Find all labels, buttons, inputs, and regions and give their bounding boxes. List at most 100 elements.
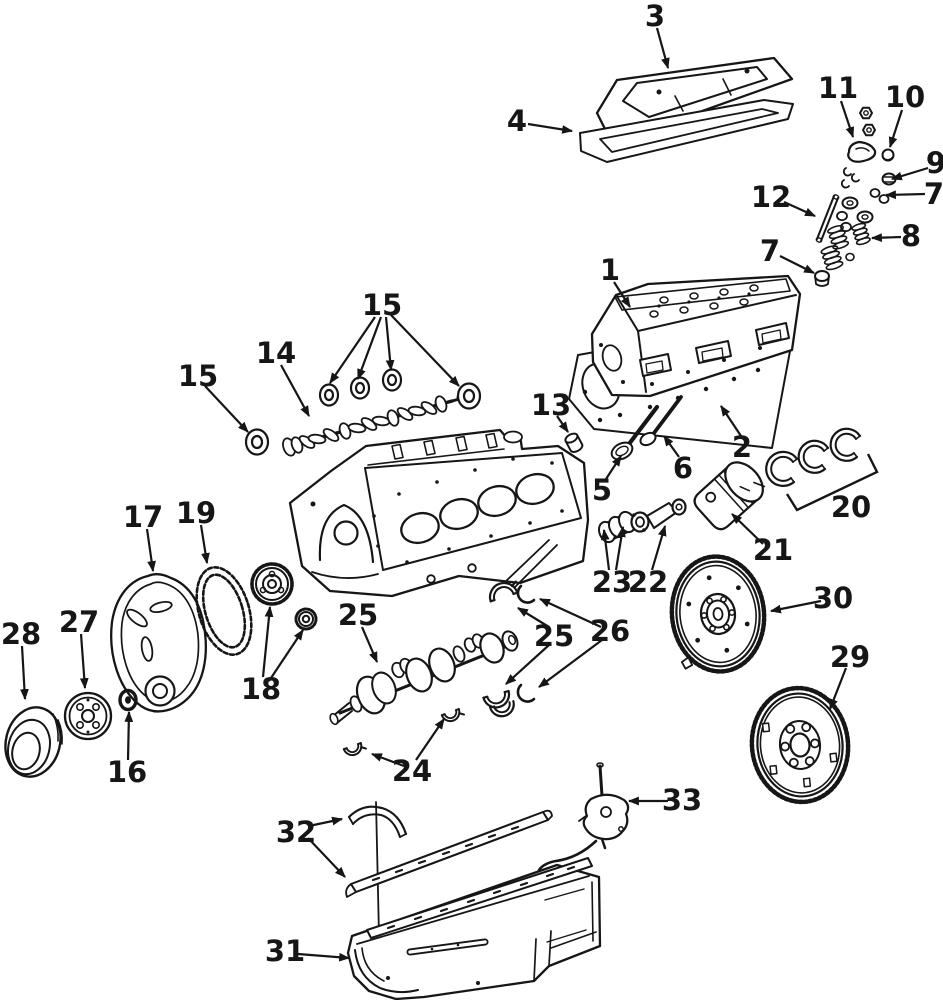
oil-pump-drawing	[537, 762, 630, 872]
keepers-drawing	[840, 167, 860, 189]
leader-arrow	[280, 364, 310, 417]
leader-arrow	[779, 255, 815, 274]
valvetrain-parts-drawing	[814, 106, 897, 287]
leader-arrow	[307, 837, 346, 878]
callout-number: 29	[830, 640, 870, 674]
callout-number: 26	[590, 614, 630, 648]
callout-number: 19	[176, 496, 216, 530]
callout-number: 1	[600, 253, 620, 287]
leader-arrow	[828, 667, 848, 711]
callout-number: 12	[751, 180, 791, 214]
pulley-drawing	[4, 706, 63, 778]
leader-arrow	[539, 598, 602, 628]
callout-crankshaft: 25	[338, 598, 378, 664]
oil-pan-drawing	[346, 863, 602, 1000]
callout-number: 15	[178, 359, 218, 393]
leader-arrow	[556, 415, 569, 433]
callout-valve-cover: 3	[645, 0, 670, 70]
callout-thrust-clips: 26	[538, 598, 630, 688]
leader-arrow	[720, 405, 742, 437]
callout-number: 25	[534, 619, 574, 653]
callout-valve-springs: 8	[870, 219, 921, 253]
callout-oil-pan-gaskets: 32	[276, 815, 346, 878]
callout-rod-bearings: 23	[592, 525, 632, 599]
callout-number: 22	[628, 565, 668, 599]
callout-flexplate: 29	[828, 640, 870, 711]
callout-timing-sprockets: 18	[241, 605, 304, 706]
callout-number: 28	[1, 617, 41, 651]
callout-crank-seal: 16	[107, 710, 147, 789]
leader-arrow	[605, 455, 622, 480]
bearing-shell-24b-drawing	[342, 742, 367, 757]
leader-arrow	[308, 816, 344, 828]
bracket-line	[785, 453, 879, 512]
callout-number: 17	[123, 500, 163, 534]
valve-stem-seal-drawing	[814, 270, 830, 287]
leader-arrow	[655, 27, 670, 70]
callout-balancer: 27	[59, 605, 99, 690]
callout-number: 25	[338, 598, 378, 632]
leader-arrow	[614, 525, 626, 571]
leader-arrow	[415, 718, 445, 761]
callout-number: 20	[831, 490, 871, 524]
callout-number: 31	[265, 934, 305, 968]
callout-number: 24	[392, 754, 432, 788]
front-seal-drawing	[118, 688, 138, 712]
leader-arrow	[79, 633, 89, 690]
flexplate-drawing	[749, 685, 851, 805]
valve-springs-drawing	[820, 222, 871, 271]
leader-arrow	[783, 200, 817, 218]
callout-intake-valve: 5	[592, 455, 622, 507]
callout-number: 33	[662, 783, 702, 817]
main-bearings-drawing	[342, 580, 536, 757]
callout-rocker-arm: 11	[818, 71, 858, 139]
callout-number: 10	[885, 80, 925, 114]
leader-arrow	[870, 233, 902, 243]
leader-arrow	[769, 599, 822, 614]
leader-arrow	[384, 316, 395, 372]
leader-arrow	[650, 524, 667, 571]
callout-number: 4	[507, 104, 527, 138]
callout-cam-bearing-front: 15	[178, 359, 249, 433]
callout-cylinder-head: 1	[600, 253, 631, 308]
callout-valve-keepers: 7	[884, 177, 943, 211]
valve-caps-drawing	[869, 188, 890, 204]
piston-drawing	[693, 461, 766, 531]
valve-cover-drawing	[595, 56, 794, 133]
callout-number: 23	[592, 565, 632, 599]
callout-number: 6	[673, 451, 693, 485]
camshaft-drawing	[282, 393, 464, 457]
leader-arrow	[839, 100, 855, 139]
leader-arrow	[329, 316, 376, 384]
upper-main-bearing-drawing	[488, 580, 519, 603]
leader-arrow	[538, 639, 603, 688]
leader-arrow	[199, 524, 210, 565]
callout-head-gasket: 2	[720, 405, 752, 464]
leader-arrow	[20, 645, 29, 701]
leader-arrow	[268, 629, 304, 682]
callout-timing-chain: 19	[176, 496, 216, 565]
leader-arrow	[370, 752, 405, 768]
flywheel-drawing	[669, 554, 767, 674]
callout-block-dowel: 13	[531, 388, 571, 433]
leader-arrow	[124, 710, 134, 761]
leader-arrow	[731, 513, 764, 545]
balancer-drawing	[63, 691, 113, 741]
callout-push-rod: 12	[751, 180, 817, 218]
callout-number: 5	[592, 473, 612, 507]
callout-number: 30	[813, 581, 853, 615]
callout-number: 9	[926, 146, 943, 180]
callout-number: 18	[241, 672, 281, 706]
callout-flywheel: 30	[769, 581, 853, 615]
callout-number: 13	[531, 388, 571, 422]
valve-cover-gasket-drawing	[579, 99, 794, 163]
leader-arrow	[890, 166, 929, 181]
callout-number: 15	[362, 288, 402, 322]
callout-camshaft: 14	[256, 336, 310, 417]
callout-spring-retainer: 9	[890, 146, 943, 181]
callout-timing-cover: 17	[123, 500, 163, 573]
leader-arrow	[390, 314, 460, 387]
callout-rocker-nut: 10	[885, 80, 925, 149]
